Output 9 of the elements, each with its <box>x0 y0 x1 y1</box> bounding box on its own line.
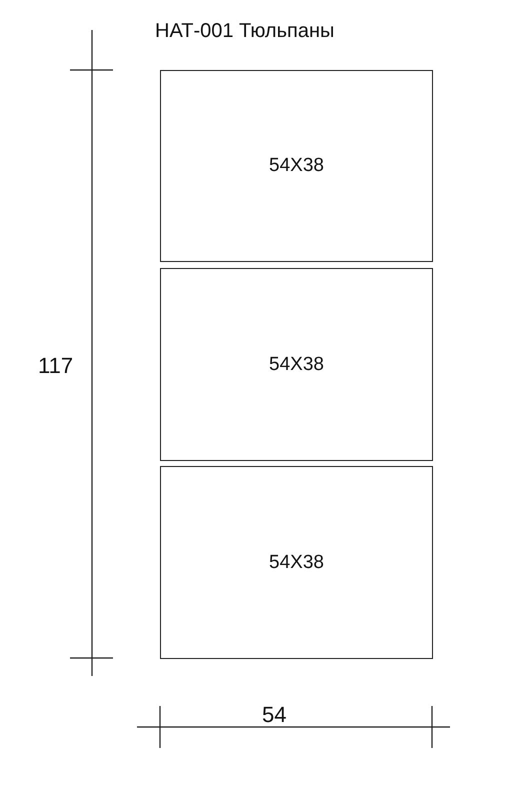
size-label: 54X38 <box>269 155 324 177</box>
size-label: 54X38 <box>269 354 324 376</box>
panel-rectangle <box>160 466 433 659</box>
panel-rectangle <box>160 70 433 262</box>
panel-rectangle <box>160 268 433 461</box>
drawing-title: НАТ-001 Тюльпаны <box>155 20 334 43</box>
dimension-label: 117 <box>38 353 74 379</box>
size-label: 54X38 <box>269 552 324 574</box>
dimension-label: 54 <box>262 702 286 728</box>
